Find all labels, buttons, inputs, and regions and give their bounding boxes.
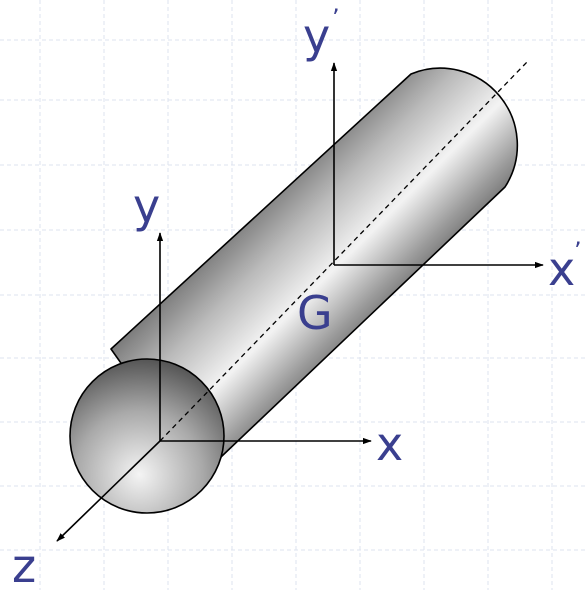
y-prime-mark: ’ bbox=[332, 4, 340, 32]
x-label: x bbox=[376, 417, 403, 471]
z-axis-arrow bbox=[56, 440, 161, 542]
x-prime-mark: ’ bbox=[574, 237, 582, 265]
cylinder-body bbox=[110, 67, 519, 477]
centroid-label: G bbox=[297, 286, 333, 340]
y-label: y bbox=[133, 179, 160, 233]
y-prime-label: y bbox=[303, 9, 330, 63]
cylinder-end-cap bbox=[69, 358, 225, 514]
z-label: z bbox=[12, 539, 36, 590]
x-prime-label: x bbox=[548, 242, 575, 296]
longitudinal-axis bbox=[159, 61, 528, 442]
